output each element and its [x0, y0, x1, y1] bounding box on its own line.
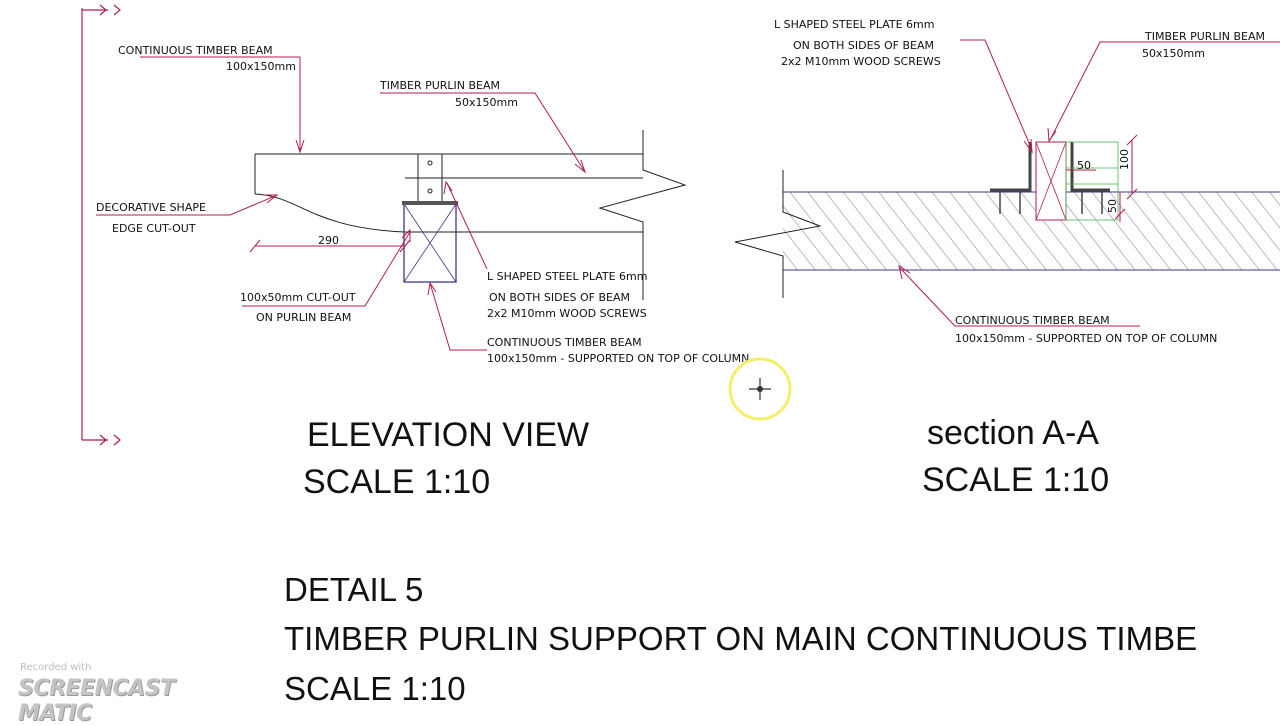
sect-dimension-50: 50	[1077, 159, 1091, 172]
elevation-view-scale: SCALE 1:10	[303, 463, 491, 501]
elev-label-steel-plate-screws: 2x2 M10mm WOOD SCREWS	[487, 307, 647, 320]
elev-label-edge-cutout: EDGE CUT-OUT	[112, 222, 196, 235]
sect-dimension-100: 100	[1118, 149, 1131, 170]
elev-label-purlin-beam: TIMBER PURLIN BEAM	[379, 79, 500, 92]
section-geometry	[734, 141, 1280, 298]
elev-label-cutout: 100x50mm CUT-OUT	[240, 291, 356, 304]
sect-label-continuous-beam-note: 100x150mm - SUPPORTED ON TOP OF COLUMN	[955, 332, 1217, 345]
elevation-view-title: ELEVATION VIEW	[307, 416, 590, 454]
elev-label-steel-plate-sides: ON BOTH SIDES OF BEAM	[489, 291, 630, 304]
elev-label-support-beam: CONTINUOUS TIMBER BEAM	[487, 336, 642, 349]
elev-label-steel-plate: L SHAPED STEEL PLATE 6mm	[487, 270, 647, 283]
elev-dimension-290: 290	[318, 234, 339, 247]
sect-label-steel-plate-sides: ON BOTH SIDES OF BEAM	[793, 39, 934, 52]
watermark-brand: SCREENCAST MATIC	[18, 676, 175, 726]
crosshair-cursor-icon	[728, 357, 792, 421]
detail-scale: SCALE 1:10	[284, 670, 466, 707]
detail-title: TIMBER PURLIN SUPPORT ON MAIN CONTINUOUS…	[284, 620, 1198, 657]
section-scale: SCALE 1:10	[922, 461, 1110, 499]
detail-number: DETAIL 5	[284, 571, 424, 608]
elev-label-support-beam-note: 100x150mm - SUPPORTED ON TOP OF COLUMN	[487, 352, 749, 365]
sect-label-steel-plate-screws: 2x2 M10mm WOOD SCREWS	[781, 55, 941, 68]
watermark-recorded-with: Recorded with	[20, 662, 92, 673]
elev-label-decorative-shape: DECORATIVE SHAPE	[96, 201, 206, 214]
sect-label-purlin-beam: TIMBER PURLIN BEAM	[1144, 30, 1265, 43]
section-cut-marker	[81, 4, 121, 446]
sect-label-steel-plate: L SHAPED STEEL PLATE 6mm	[774, 18, 934, 31]
elevation-geometry	[254, 130, 687, 300]
elev-label-continuous-beam-size: 100x150mm	[226, 60, 296, 73]
section-title: section A-A	[927, 414, 1099, 452]
elevation-leaders	[96, 56, 587, 351]
elev-label-purlin-beam-size: 50x150mm	[455, 96, 518, 109]
column-support	[402, 201, 458, 283]
elev-label-cutout-location: ON PURLIN BEAM	[256, 311, 351, 324]
section-dimensions	[1066, 134, 1138, 222]
elev-label-continuous-beam: CONTINUOUS TIMBER BEAM	[118, 44, 273, 57]
screencast-watermark: Recorded with SCREENCAST MATIC	[18, 660, 238, 726]
section-leaders	[898, 39, 1280, 327]
dimension-290	[249, 239, 411, 253]
sect-label-continuous-beam: CONTINUOUS TIMBER BEAM	[955, 314, 1110, 327]
sect-dimension-50-vertical: 50	[1106, 199, 1119, 213]
sect-label-purlin-beam-size: 50x150mm	[1142, 47, 1205, 60]
